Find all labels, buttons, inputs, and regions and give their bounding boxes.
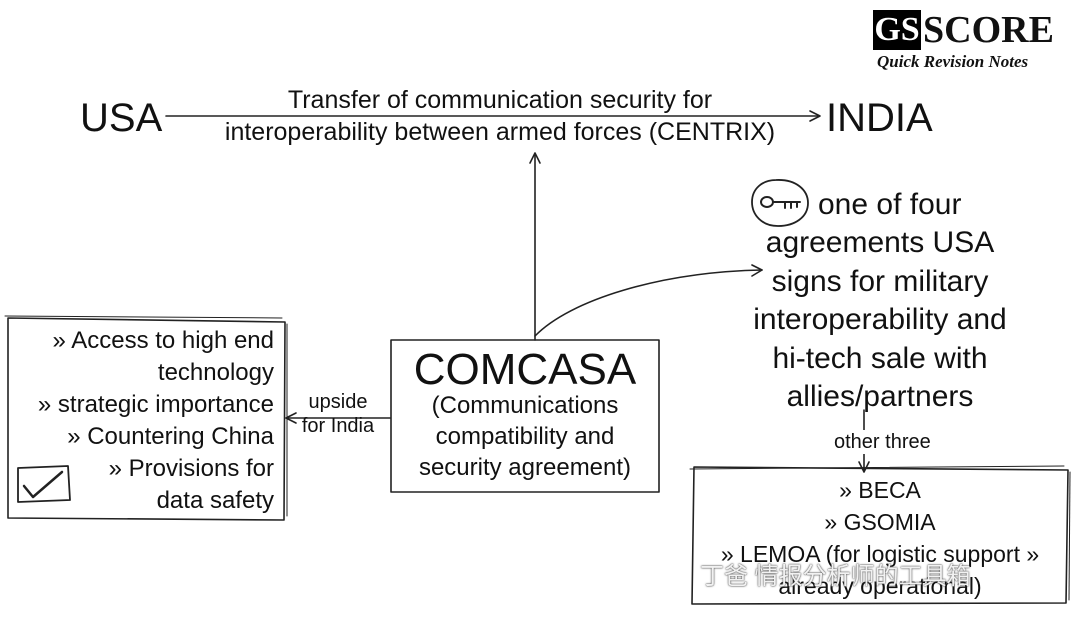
- comcasa-title: COMCASA: [413, 345, 637, 394]
- other-three-label: other three: [832, 430, 933, 454]
- comcasa-sub-line: (Communications: [431, 392, 619, 419]
- key-icon: [751, 179, 809, 227]
- key-text-line: hi-tech sale with: [772, 341, 988, 375]
- logo-mark: GS: [873, 10, 921, 50]
- benefit-item: technology: [157, 359, 274, 386]
- other-item: » BECA: [839, 477, 921, 503]
- watermark: 丁爸 情报分析师的工具箱: [700, 563, 971, 590]
- comcasa-box: [390, 339, 660, 493]
- others-list: » BECA » GSOMIA » LEMOA (for logistic su…: [694, 474, 1066, 602]
- transfer-text: Transfer of communication security for i…: [190, 84, 810, 148]
- comcasa-subtitle: (Communications compatibility and securi…: [391, 390, 659, 483]
- transfer-line: Transfer of communication security for: [287, 86, 713, 114]
- logo-tagline: Quick Revision Notes: [877, 52, 1029, 71]
- benefit-item: data safety: [156, 487, 274, 514]
- transfer-line: interoperability between armed forces (C…: [224, 118, 776, 146]
- benefit-item: » Access to high end: [52, 327, 274, 354]
- comcasa-sub-line: compatibility and: [435, 423, 615, 450]
- key-text: agreements USA signs for military intero…: [740, 224, 1020, 417]
- upside-line: upside: [308, 391, 368, 413]
- key-text-line: agreements USA: [765, 226, 995, 259]
- other-item: already operational): [778, 573, 982, 599]
- usa-label: USA: [80, 96, 163, 140]
- benefit-item: » strategic importance: [37, 391, 274, 418]
- logo-name: SCORE: [923, 9, 1054, 51]
- comcasa-curve-arrow: [534, 269, 763, 337]
- other-item: » LEMOA (for logistic support »: [720, 541, 1040, 567]
- benefits-list: » Access to high end technology » strate…: [10, 325, 274, 517]
- checkbox-tick-icon: [17, 465, 71, 503]
- key-text-line: interoperability and: [753, 303, 1007, 336]
- upside-label: upside for India: [290, 390, 386, 438]
- comcasa-sub-line: security agreement): [418, 454, 632, 481]
- key-text-line: signs for military: [771, 264, 989, 298]
- key-text-first: one of four: [818, 188, 962, 221]
- benefit-item: » Provisions for: [108, 455, 274, 482]
- benefit-item: » Countering China: [67, 423, 274, 450]
- india-label: INDIA: [826, 96, 933, 140]
- upside-line: for India: [301, 415, 375, 437]
- other-item: » GSOMIA: [824, 509, 936, 535]
- benefits-box: [7, 317, 286, 521]
- others-box: [691, 466, 1069, 605]
- key-text-line: allies/partners: [786, 380, 974, 413]
